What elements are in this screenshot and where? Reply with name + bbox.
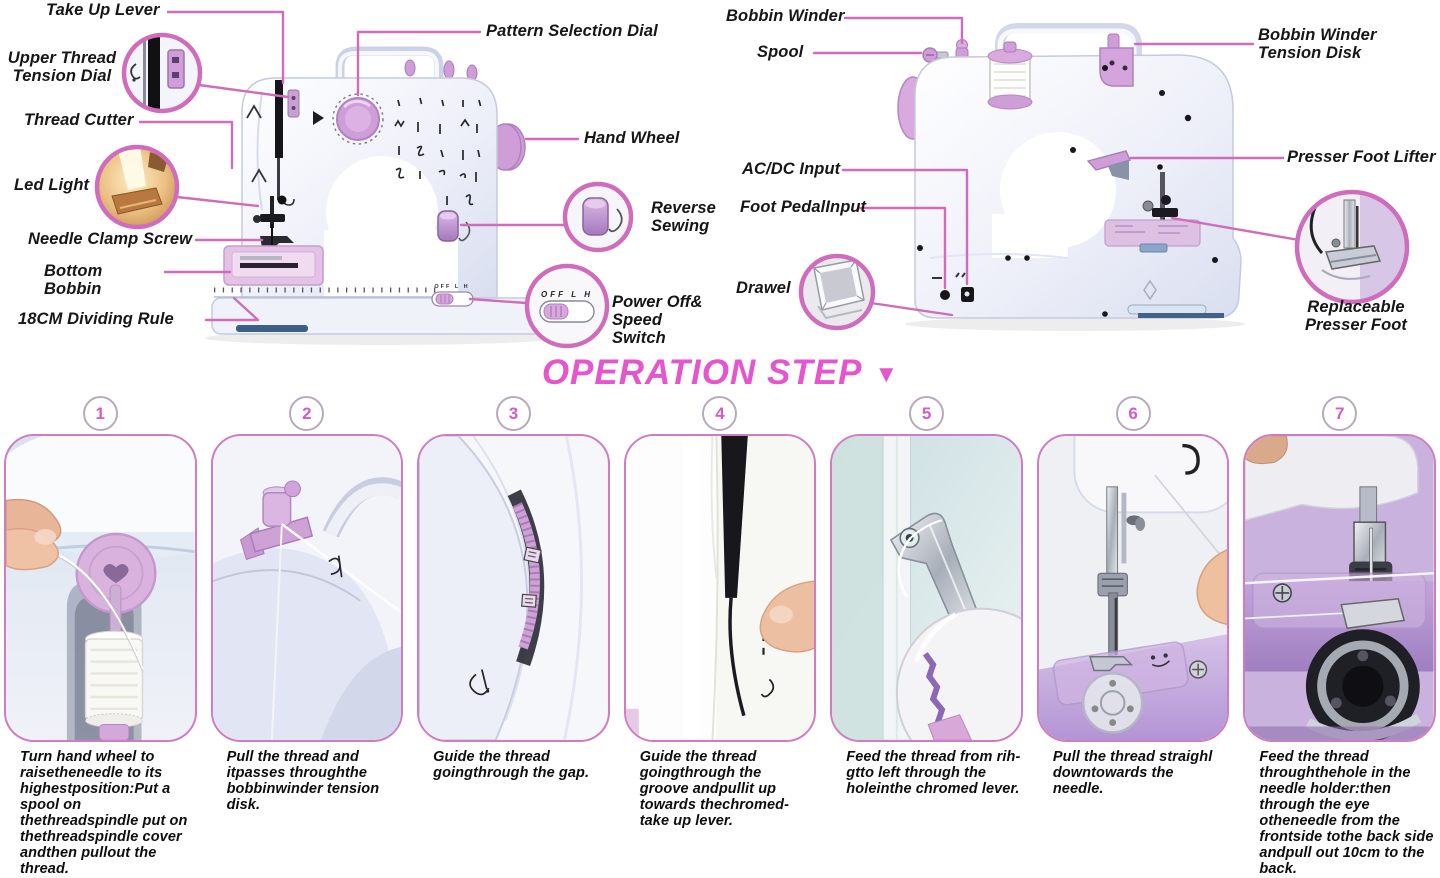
operation-steps: 1 bbox=[4, 396, 1436, 878]
down-arrow-icon: ▼ bbox=[874, 361, 899, 388]
step-number-badge: 1 bbox=[82, 396, 118, 431]
leader-lines bbox=[138, 10, 1301, 322]
step-2: 2 Pull the thread and itpasses throug bbox=[210, 396, 404, 878]
pattern-selection-dial bbox=[332, 93, 384, 145]
svg-text:OFF L H: OFF L H bbox=[434, 284, 469, 290]
step-caption: Guide the thread goingthrough the gap. bbox=[433, 749, 590, 781]
step-photo-needle-eye bbox=[1243, 434, 1436, 742]
step-caption: Feed the thread from rih-gtto left throu… bbox=[846, 749, 1021, 797]
step-6: 6 bbox=[1036, 396, 1230, 878]
page-title: OPERATION STEP bbox=[541, 353, 863, 392]
step-caption: Pull the thread and itpasses throughthe … bbox=[226, 749, 380, 813]
inset-upper-tension-dial bbox=[121, 32, 203, 114]
step-caption: Guide the thread goingthrough the groove… bbox=[639, 749, 790, 829]
step-1: 1 bbox=[4, 396, 197, 878]
step-number-badge: 4 bbox=[702, 396, 738, 431]
foot-pedal-jack bbox=[940, 290, 950, 300]
bobbin-winder-tension-disk bbox=[1099, 33, 1134, 87]
step-5: 5 bbox=[830, 396, 1023, 878]
step-4: 4 Guide the thread goingthrough the groo… bbox=[623, 396, 817, 878]
inset-replaceable-presser-foot bbox=[1294, 189, 1410, 305]
step-number-badge: 3 bbox=[495, 396, 531, 431]
step-number-badge: 2 bbox=[289, 396, 325, 431]
step-7: 7 bbox=[1243, 396, 1436, 878]
step-caption: Pull the thread straighl downtowards the… bbox=[1052, 749, 1213, 797]
stitch-pattern-icons bbox=[394, 97, 482, 206]
machine-back-view bbox=[897, 23, 1245, 331]
carry-handle bbox=[335, 46, 444, 80]
step-number-badge: 5 bbox=[909, 396, 945, 431]
power-switch: OFF L H bbox=[431, 284, 474, 307]
upper-tension-dial bbox=[287, 89, 300, 118]
section-title: OPERATION STEP ▼ bbox=[0, 351, 1440, 395]
spool bbox=[987, 41, 1033, 110]
power-ports bbox=[932, 272, 974, 302]
machine-front-view: OFF L H bbox=[205, 46, 555, 345]
inset-drawer bbox=[798, 253, 876, 331]
step-photo-spool bbox=[4, 434, 197, 742]
step-photo-chromed-lever bbox=[830, 434, 1023, 742]
svg-text:OFF L H: OFF L H bbox=[541, 290, 593, 299]
step-number-badge: 7 bbox=[1322, 396, 1358, 431]
take-up-lever-slot bbox=[275, 80, 283, 158]
step-caption: Feed the thread throughthehole in the ne… bbox=[1259, 749, 1434, 877]
presser-foot-lifter bbox=[1086, 150, 1131, 180]
step-caption: Turn hand wheel to raisetheneedle to its… bbox=[20, 749, 188, 877]
inset-reverse-sewing bbox=[562, 181, 634, 253]
step-photo-needle-down bbox=[1036, 434, 1230, 742]
needle-assembly bbox=[253, 195, 294, 254]
step-number-badge: 6 bbox=[1115, 396, 1151, 431]
parts-diagram-art: OFF L H bbox=[94, 10, 1410, 349]
inset-led-light bbox=[94, 144, 180, 230]
step-3: 3 Guide the thread goingthrough the gap. bbox=[417, 396, 610, 878]
inset-power-switch: OFF L H bbox=[524, 263, 610, 349]
step-photo-groove bbox=[623, 434, 817, 742]
step-photo-dial-gap bbox=[417, 434, 610, 742]
step-photo-winder-disk bbox=[210, 434, 404, 742]
needle-plate bbox=[223, 245, 324, 286]
